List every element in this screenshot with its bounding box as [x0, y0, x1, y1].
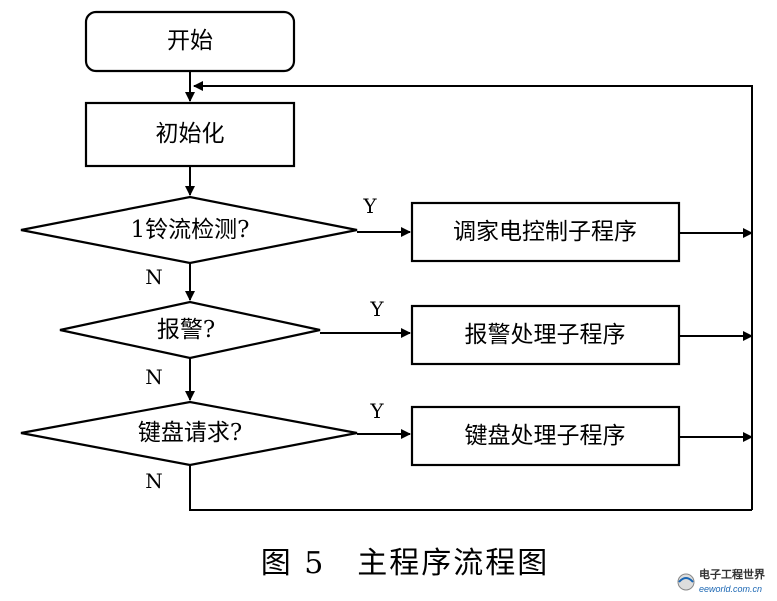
action-alarm-label: 报警处理子程序: [465, 322, 626, 348]
action-keyboard-node: [410, 405, 681, 467]
action-bell-label: 调家电控制子程序: [453, 219, 637, 245]
decision-bell-label: 1铃流检测?: [131, 217, 250, 243]
eeworld-logo-swoosh: [678, 577, 694, 583]
start-label: 开始: [167, 28, 213, 54]
yes-label-alarm: Y: [369, 297, 384, 321]
init-node: [84, 101, 296, 168]
edge-return-bus: [193, 81, 753, 510]
action-keyboard-label: 键盘处理子程序: [465, 423, 626, 449]
action-bell-node: [410, 201, 681, 263]
yes-label-bell: Y: [362, 194, 377, 218]
eeworld-watermark: 电子工程世界 eeworld.com.cn: [677, 567, 765, 594]
eeworld-logo-icon: [677, 573, 695, 591]
decision-keyboard-label: 键盘请求?: [138, 420, 242, 446]
decision-alarm-label: 报警?: [157, 317, 215, 343]
edge-keyboard-no: [189, 465, 752, 511]
watermark-url: eeworld.com.cn: [699, 584, 762, 594]
decision-alarm-node: [59, 300, 321, 360]
no-label-alarm: N: [145, 365, 163, 389]
yes-label-keyboard: Y: [369, 399, 384, 423]
init-label: 初始化: [156, 121, 225, 147]
figure-caption: 图 5 主程序流程图: [261, 546, 550, 581]
action-alarm-node: [410, 304, 681, 366]
decision-bell-node: [20, 195, 358, 265]
watermark-title: 电子工程世界: [699, 567, 765, 581]
no-label-bell: N: [145, 265, 163, 289]
no-label-keyboard: N: [145, 469, 163, 493]
